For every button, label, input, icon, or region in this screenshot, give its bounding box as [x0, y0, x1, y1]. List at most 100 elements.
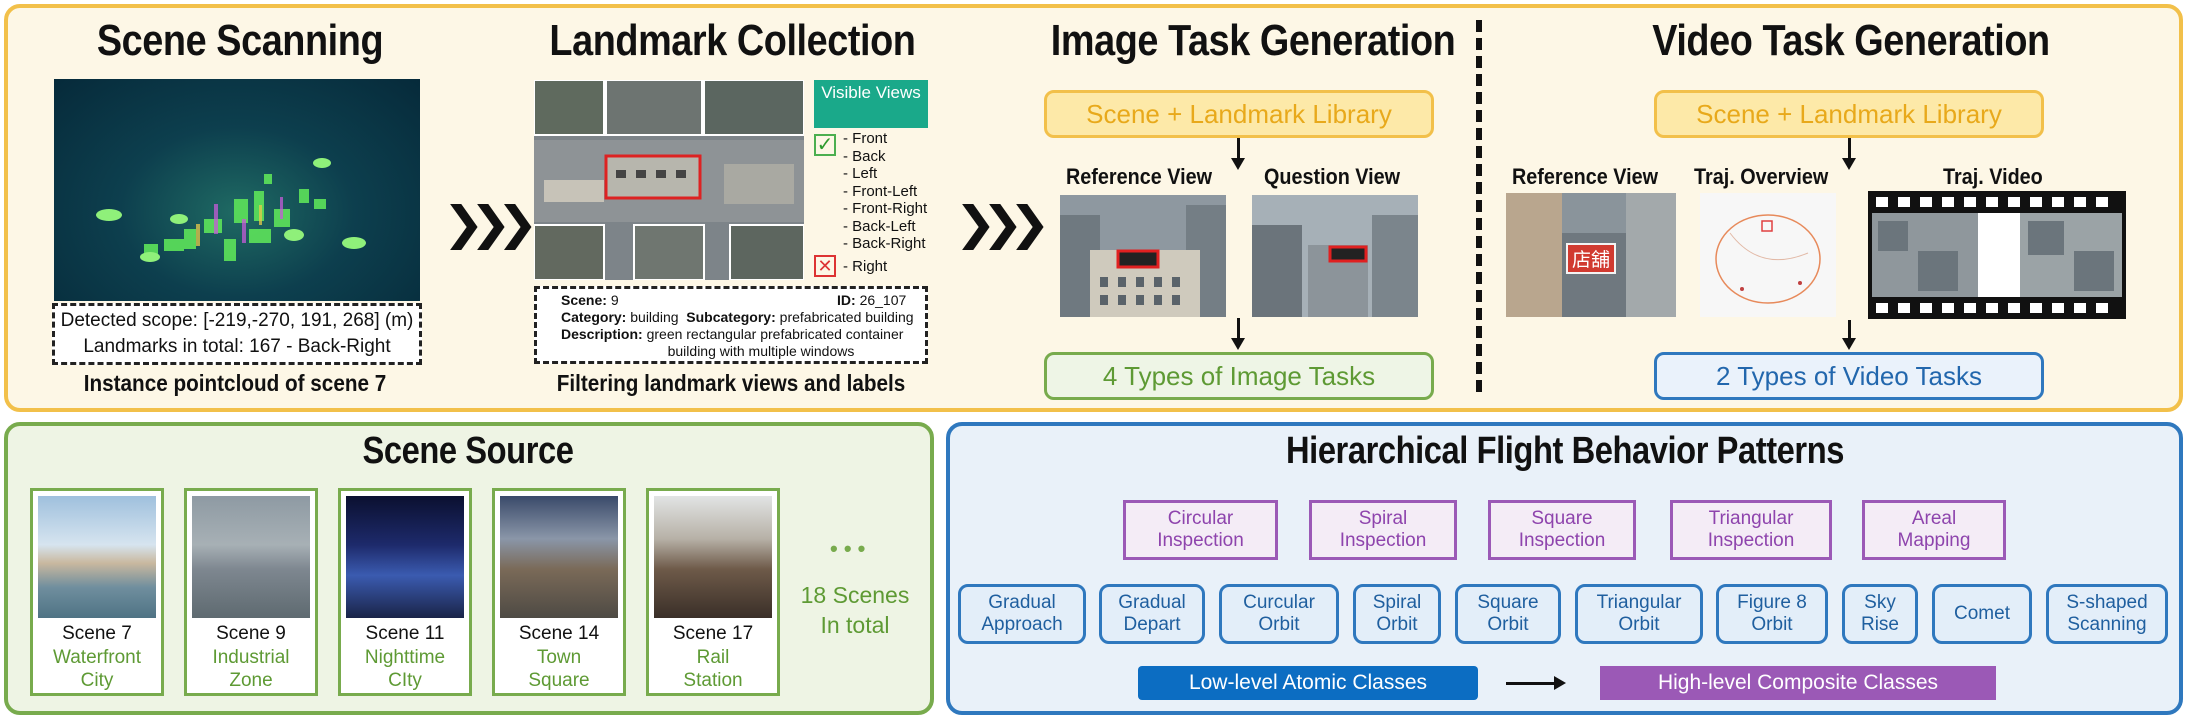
- shop-sign: 店舖: [1566, 243, 1617, 274]
- video-library-box: Scene + Landmark Library: [1654, 90, 2044, 138]
- scene-number: Scene 17: [672, 623, 754, 644]
- trajectory-overview-drawing: [1715, 214, 1821, 304]
- view-item: - Back: [843, 147, 886, 165]
- id-value: 26_107: [859, 292, 907, 308]
- pointcloud-drawing: [96, 158, 366, 262]
- scene-value: 9: [610, 292, 619, 308]
- right-arrow-icon: [1506, 682, 1556, 685]
- scene-number: Scene 7: [62, 623, 132, 644]
- category-label: Category:: [561, 309, 627, 325]
- down-arrow-icon: [1231, 318, 1245, 350]
- scene-thumbnail: [500, 496, 618, 618]
- scene-label: Scene:: [561, 292, 607, 308]
- subcategory-value: prefabricated building: [779, 309, 914, 325]
- atomic-class-box: Comet: [1932, 584, 2032, 644]
- chevron-arrows-icon: ❯❯❯: [954, 197, 1050, 249]
- scene-scanning-title: Scene Scanning: [96, 16, 384, 65]
- view-item: - Front-Right: [843, 200, 928, 217]
- video-tasks-result-box: 2 Types of Video Tasks: [1654, 352, 2044, 400]
- down-arrow-icon: [1231, 138, 1245, 170]
- scene-source-title: Scene Source: [362, 430, 574, 472]
- pointcloud-caption: Instance pointcloud of scene 7: [83, 370, 387, 396]
- video-task-title: Video Task Generation: [1652, 16, 2050, 65]
- question-view-image: [1252, 195, 1418, 317]
- view-item: - Front: [843, 130, 888, 147]
- video-reference-view-label: Reference View: [1512, 164, 1659, 189]
- category-value: building: [630, 309, 679, 325]
- visible-views-label: Visible Views: [821, 83, 921, 102]
- filmstrip-drawing: [1872, 197, 2122, 313]
- scan-info-box: Detected scope: [-219,-270, 191, 268] (m…: [52, 303, 422, 365]
- visible-views-header: Visible Views: [814, 80, 928, 128]
- image-library-box: Scene + Landmark Library: [1044, 90, 1434, 138]
- scene-number: Scene 11: [365, 623, 445, 644]
- subcategory-label: Subcategory:: [686, 309, 776, 325]
- scope-value: [-219,-270, 191, 268] (m): [203, 310, 414, 331]
- down-arrow-icon: [1842, 320, 1856, 350]
- view-item: - Back-Left: [843, 217, 916, 235]
- landmark-collection-title: Landmark Collection: [549, 16, 916, 65]
- view-item: - Front-Left: [843, 182, 918, 200]
- image-task-title: Image Task Generation: [1050, 16, 1456, 65]
- trajectory-video-filmstrip: [1868, 191, 2126, 319]
- scene-thumbnail: [654, 496, 772, 618]
- flight-patterns-title: Hierarchical Flight Behavior Patterns: [1285, 430, 1844, 472]
- pointcloud-image: [54, 79, 420, 301]
- landmark-views-mosaic: [533, 79, 805, 281]
- scene-thumbnail: [38, 496, 156, 618]
- trajectory-overview-image: [1700, 193, 1836, 317]
- low-level-legend: Low-level Atomic Classes: [1138, 666, 1478, 700]
- question-view-drawing: [1252, 195, 1418, 317]
- description-line-2: building with multiple windows: [667, 343, 855, 359]
- description-label: Description:: [561, 326, 643, 342]
- down-arrow-icon: [1842, 138, 1856, 170]
- scene-number: Scene 14: [518, 623, 600, 644]
- scene-thumbnail: [192, 496, 310, 618]
- cross-icon: ✕: [814, 255, 836, 277]
- traj-overview-label: Traj. Overview: [1694, 164, 1829, 189]
- view-item: - Left: [843, 165, 878, 182]
- landmark-info-box: Scene: 9 ID: 26_107 Category: building S…: [534, 286, 928, 364]
- more-scenes-ellipsis: • • •: [830, 536, 866, 561]
- check-icon: ✓: [814, 134, 836, 156]
- right-arrowhead-icon: [1554, 676, 1566, 690]
- reference-view-drawing: [1060, 195, 1226, 317]
- landmarks-value: 167 - Back-Right: [249, 336, 391, 357]
- scene-number: Scene 9: [216, 623, 286, 644]
- scene-thumbnail: [346, 496, 464, 618]
- section-divider: [1476, 20, 1482, 392]
- visible-views-list: - Front - Back - Left - Front-Left - Fro…: [843, 130, 927, 253]
- question-view-label: Question View: [1264, 164, 1401, 189]
- id-label: ID:: [837, 292, 856, 308]
- reference-view-label: Reference View: [1066, 164, 1213, 189]
- scope-label: Detected scope:: [60, 310, 198, 331]
- landmarks-label: Landmarks in total:: [83, 336, 244, 357]
- high-level-legend: High-level Composite Classes: [1600, 666, 1996, 700]
- traj-video-label: Traj. Video: [1943, 164, 2043, 189]
- chevron-arrows-icon: ❯❯❯: [442, 197, 538, 249]
- image-tasks-result-box: 4 Types of Image Tasks: [1044, 352, 1434, 400]
